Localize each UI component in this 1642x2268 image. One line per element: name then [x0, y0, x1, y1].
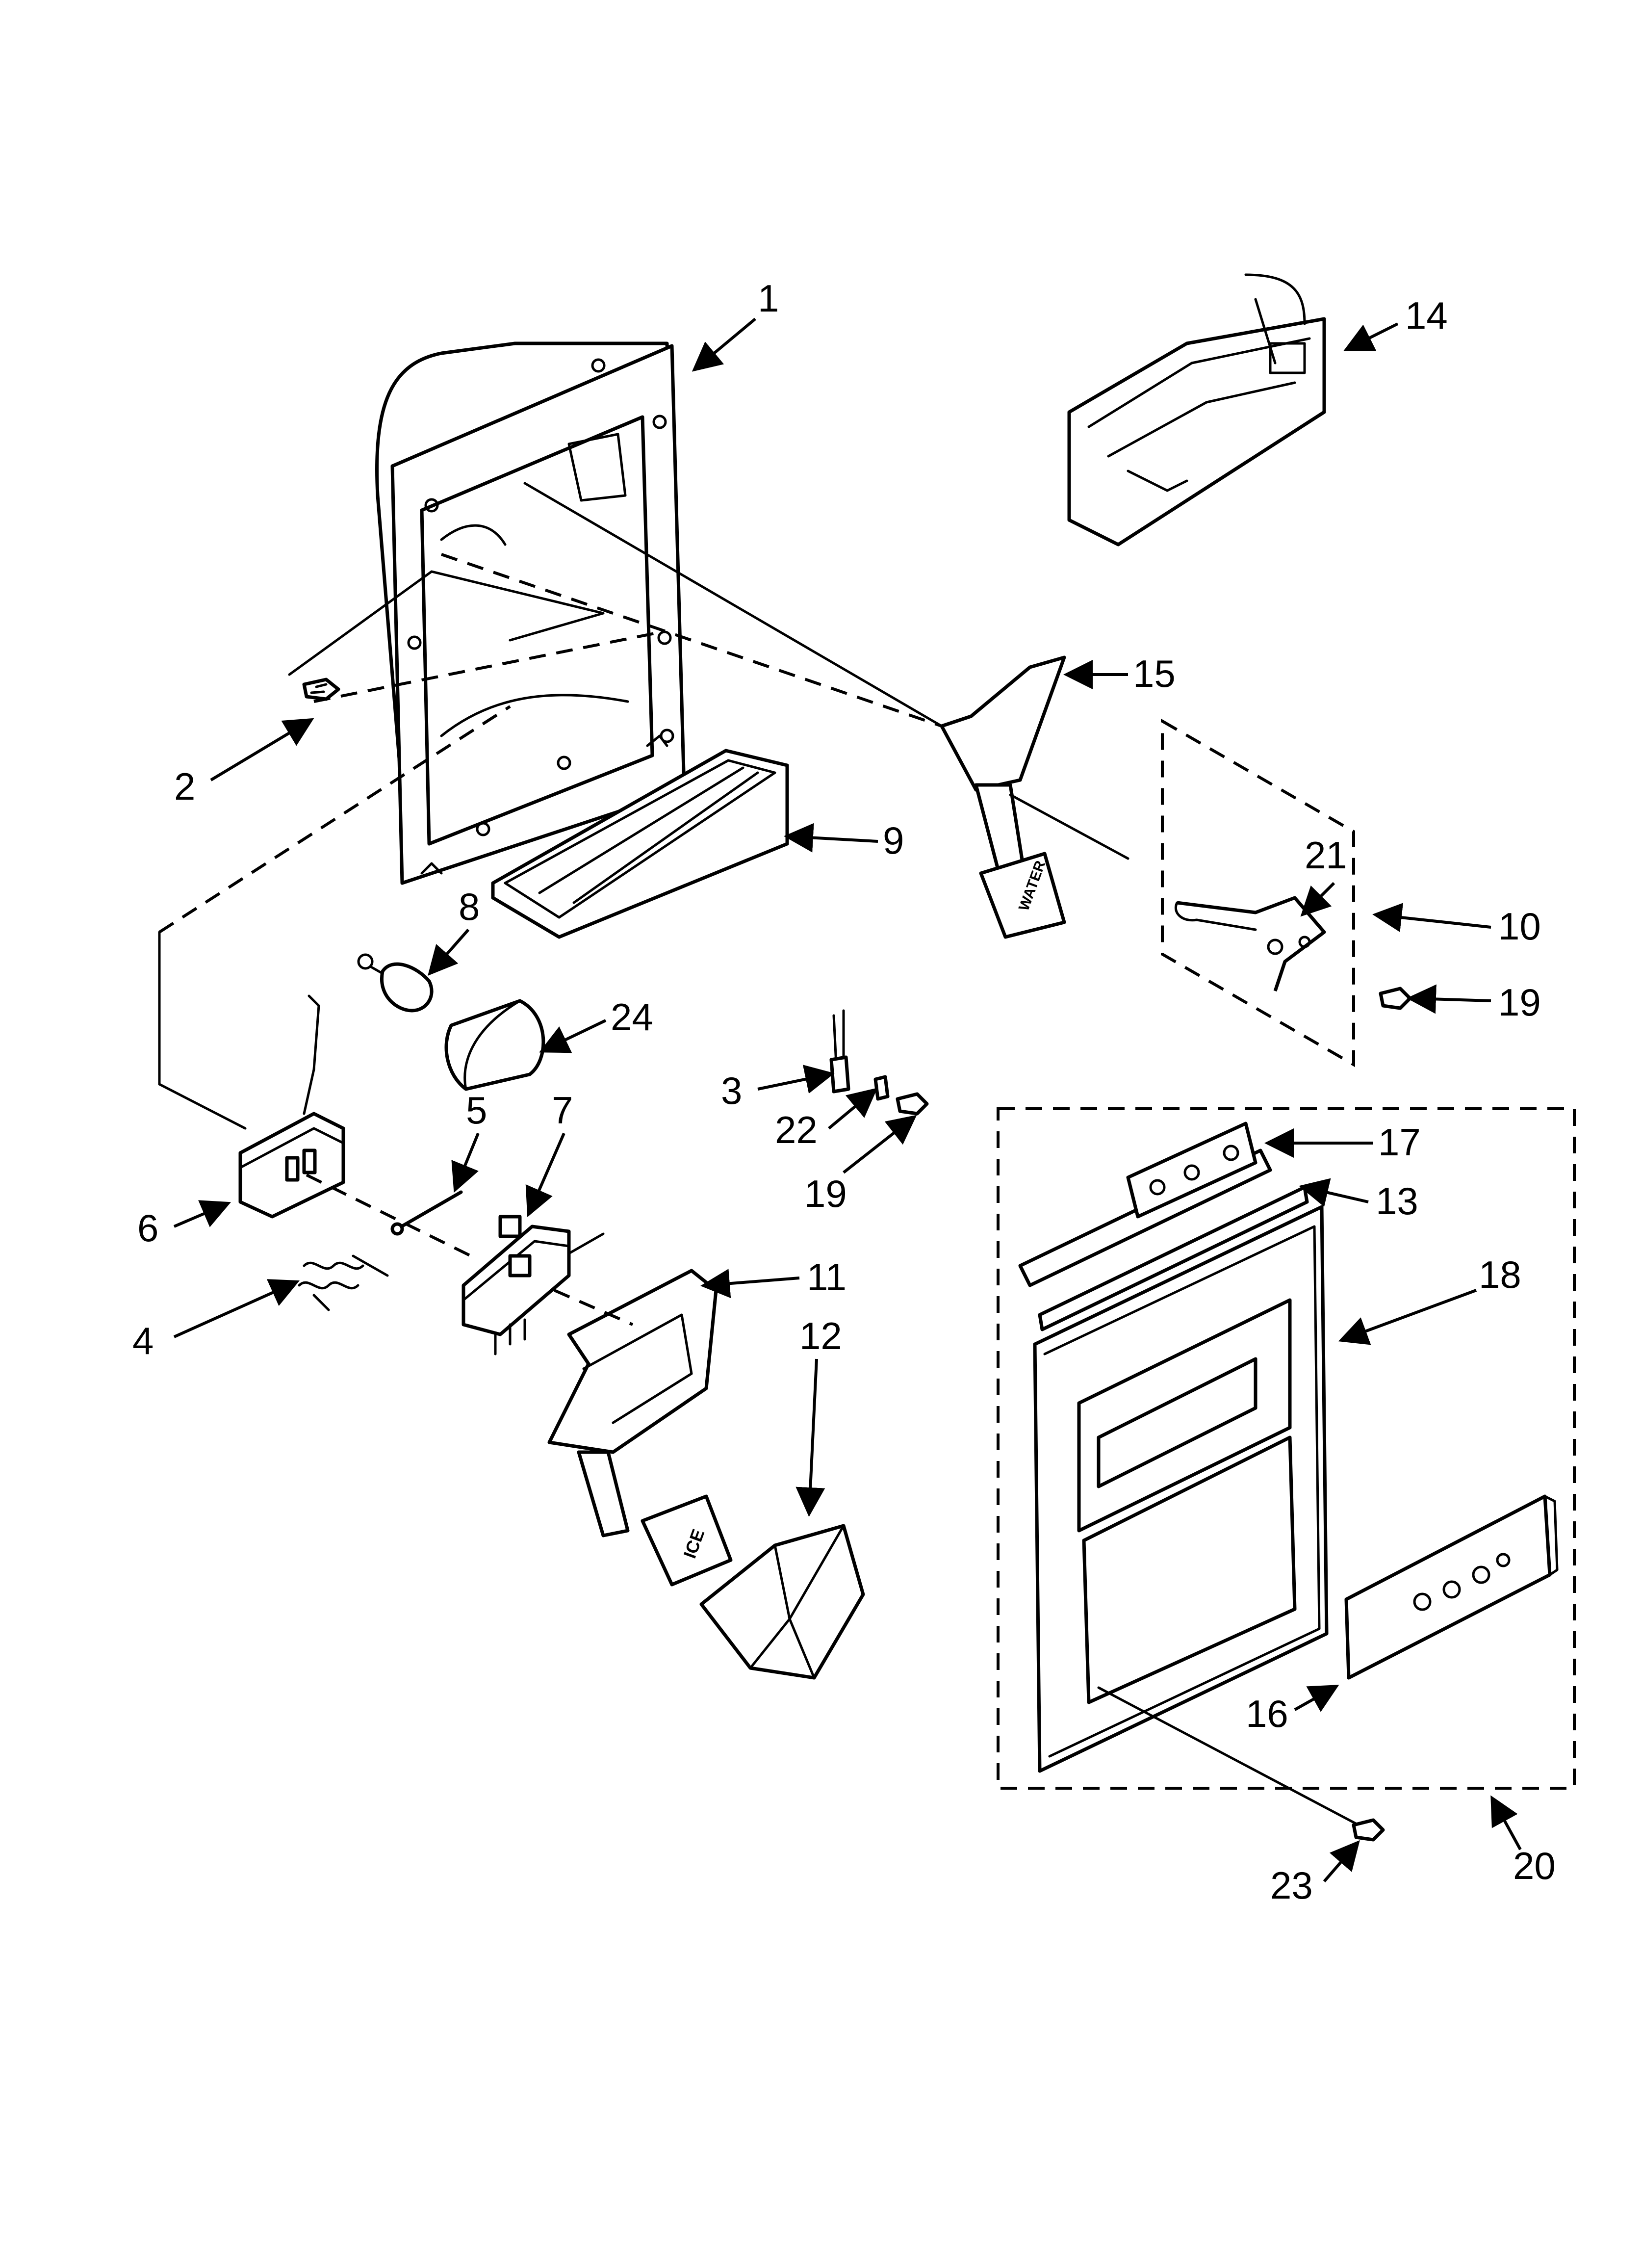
part-10-group-boundary — [1161, 718, 1355, 1068]
part-7-ice-paddle — [462, 1215, 605, 1356]
part-11-ice-arm: ICE — [547, 1269, 733, 1587]
part-19-screw-center — [896, 1092, 929, 1116]
callout-19-center: 19 — [804, 1172, 847, 1215]
callout-1: 1 — [758, 277, 779, 320]
part-12-ice-chute — [699, 1524, 865, 1680]
callout-8: 8 — [459, 885, 480, 928]
callout-3: 3 — [721, 1069, 742, 1112]
callout-20: 20 — [1513, 1844, 1556, 1887]
part-22-small-plate — [873, 1075, 890, 1101]
leader-arrows — [173, 317, 1522, 1882]
part-23-screw — [1352, 1818, 1385, 1842]
callout-22: 22 — [775, 1108, 818, 1151]
callout-4: 4 — [132, 1319, 154, 1362]
callout-14: 14 — [1405, 294, 1448, 337]
callout-9: 9 — [883, 819, 904, 862]
callout-12: 12 — [799, 1314, 842, 1357]
callout-6: 6 — [137, 1206, 158, 1250]
part-17-control-board — [1018, 1121, 1272, 1287]
part-20-group-boundary — [997, 1107, 1576, 1790]
part-3-clip — [829, 1009, 850, 1094]
part-24-cover — [444, 999, 545, 1091]
part-15-water-actuator: WATER — [940, 655, 1066, 939]
callout-10: 10 — [1498, 905, 1541, 948]
callout-19-right: 19 — [1498, 981, 1541, 1024]
callout-18: 18 — [1479, 1253, 1521, 1296]
part-19-screw-right — [1379, 987, 1412, 1010]
part-21-switch-bracket — [1174, 896, 1326, 992]
callout-11: 11 — [807, 1255, 847, 1299]
callout-7: 7 — [552, 1089, 573, 1132]
callout-labels: 1 2 14 15 9 21 10 19 8 24 3 22 19 5 7 6 … — [132, 277, 1556, 1907]
callout-15: 15 — [1133, 652, 1176, 695]
part-18-dispenser-panel — [1033, 1205, 1329, 1773]
part-4-spring — [298, 1254, 389, 1311]
part-16-control-overlay — [1344, 1494, 1559, 1680]
callout-5: 5 — [466, 1089, 487, 1132]
callout-13: 13 — [1376, 1179, 1418, 1223]
callout-24: 24 — [611, 995, 653, 1039]
part-5-pin — [390, 1190, 463, 1236]
callout-16: 16 — [1246, 1692, 1288, 1735]
callout-21: 21 — [1305, 834, 1347, 877]
callout-2: 2 — [174, 765, 195, 808]
callout-17: 17 — [1378, 1121, 1421, 1164]
part-6-switch-module — [238, 994, 345, 1219]
part-8-knob — [357, 953, 434, 1013]
callout-23: 23 — [1270, 1864, 1313, 1907]
part-14-dispenser-control-housing — [1067, 273, 1326, 547]
part-2-screw — [288, 570, 605, 701]
